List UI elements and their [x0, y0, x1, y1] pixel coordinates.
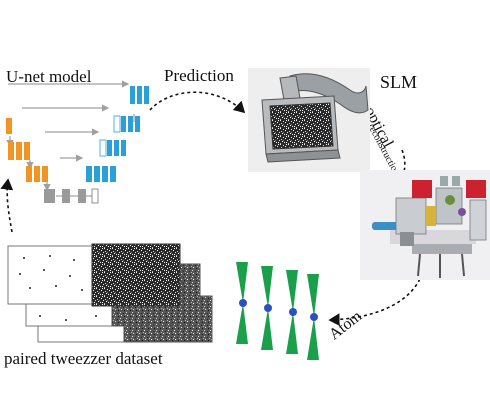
prediction-arrow [149, 91, 246, 114]
decoder-block [121, 140, 126, 156]
atom-dot [264, 304, 272, 312]
decoder-block [107, 140, 112, 156]
atom-dot [239, 299, 247, 307]
slm-label: SLM [380, 72, 418, 92]
paired-dataset-stack [7, 243, 213, 343]
tweezer-beam [236, 262, 248, 344]
decoder-block [135, 116, 140, 132]
dataset-to-unet-arrow [0, 178, 14, 233]
bottleneck-block [78, 189, 86, 203]
tweezer-spots [19, 255, 97, 321]
encoder-block [26, 166, 32, 182]
decoder-block [121, 116, 126, 132]
paired-dataset-label: paired tweezzer dataset [4, 349, 163, 368]
decoder-block [110, 166, 116, 182]
optical-tweezers [236, 262, 319, 360]
encoder-block [42, 166, 48, 182]
bottleneck-block [62, 189, 70, 203]
decoder-block [94, 166, 100, 182]
prediction-label: Prediction [164, 66, 234, 85]
decoder-block [99, 139, 107, 157]
encoder-block [6, 118, 12, 134]
decoder-block [113, 115, 121, 133]
decoder-block [102, 166, 108, 182]
atom-dot [310, 313, 318, 321]
unet-model-title: U-net model [6, 67, 92, 86]
tweezer-target-image [7, 245, 95, 305]
encoder-block [24, 142, 30, 160]
slm-device [248, 68, 370, 172]
tweezer-beam [307, 274, 319, 360]
encoder-block [16, 142, 22, 160]
output-block [130, 86, 135, 104]
output-block [137, 86, 142, 104]
unet-model [6, 80, 149, 204]
bottleneck-block [91, 188, 99, 204]
vacuum-chamber-apparatus [360, 170, 490, 280]
hologram-image [91, 243, 181, 307]
atom-dot [289, 308, 297, 316]
output-block [144, 86, 149, 104]
encoder-block [8, 142, 14, 160]
bottleneck-block [44, 189, 55, 203]
tweezer-beam [261, 266, 273, 350]
decoder-block [128, 116, 133, 132]
decoder-block [86, 166, 92, 182]
tweezer-beam [286, 270, 298, 354]
encoder-block [34, 166, 40, 182]
decoder-block [114, 140, 119, 156]
